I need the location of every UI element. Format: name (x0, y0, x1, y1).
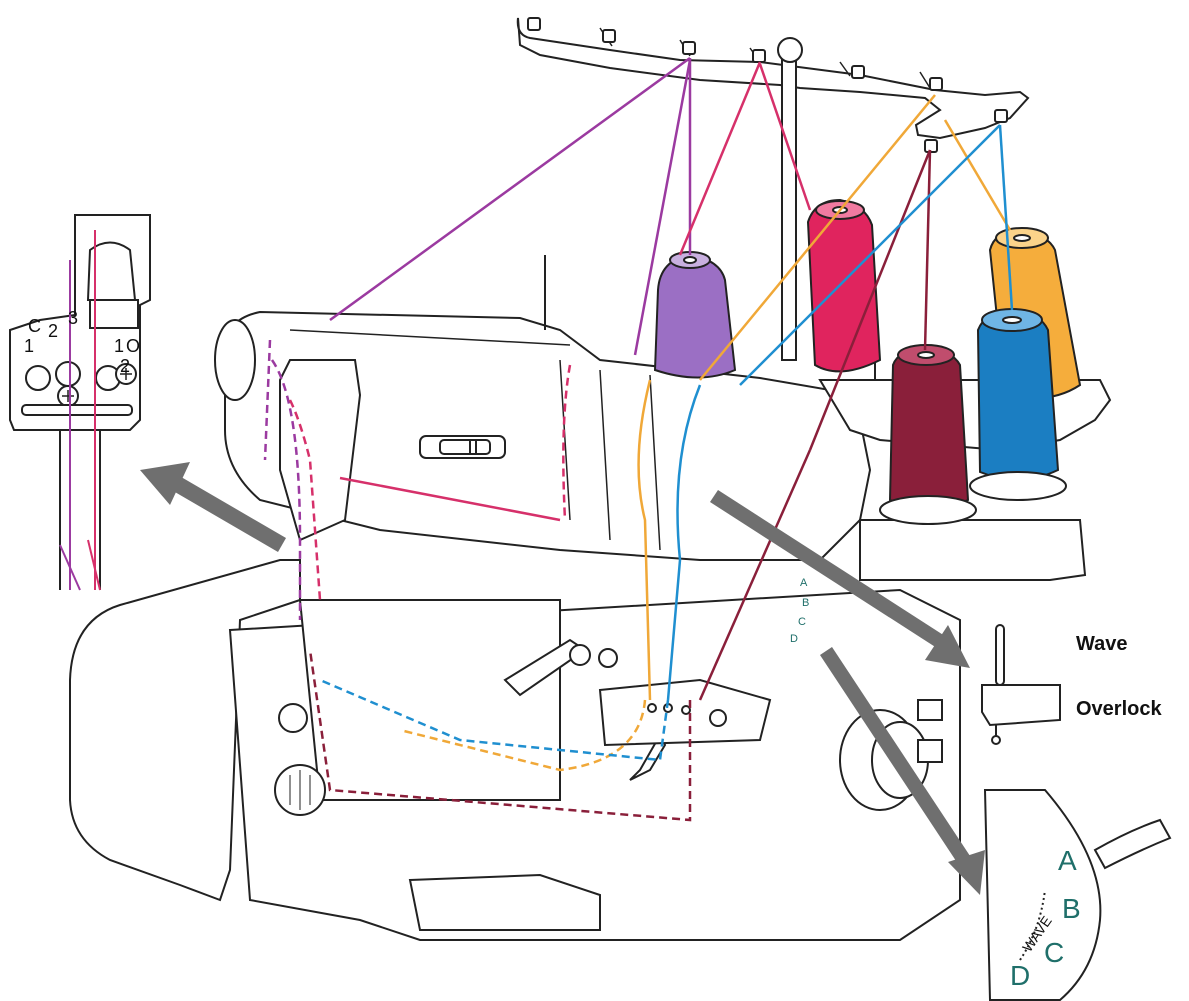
machine-dial-d: D (790, 633, 798, 645)
dial-letter-c: C (1044, 937, 1064, 968)
machine-dial-markings: A B C D (790, 577, 809, 645)
pink-thread (288, 61, 812, 601)
callout-arrows (140, 462, 985, 895)
maroon-cone (879, 344, 977, 525)
arrow-to-needle-detail (140, 462, 286, 552)
machine-dial-c: C (798, 616, 806, 628)
plate-label-o: O (126, 336, 140, 356)
wave-overlock-switch-detail (981, 624, 1061, 745)
overlock-label: Overlock (1076, 698, 1162, 720)
blue-thread (319, 124, 1014, 762)
plate-label-1-left: 1 (24, 336, 34, 356)
orange-thread (399, 94, 1012, 772)
needle-detail-threads (59, 230, 101, 591)
purple-thread (263, 56, 692, 620)
plate-label-2-right: 2 (120, 356, 130, 376)
purple-cone (653, 251, 737, 379)
stitch-dial-detail (983, 789, 1172, 1001)
wave-label: Wave (1076, 633, 1128, 655)
dial-letter-b: B (1062, 893, 1081, 924)
thread-paths (263, 56, 1014, 822)
machine-dial-b: B (802, 597, 809, 609)
pink-cone (806, 198, 882, 373)
dial-letter-a: A (1058, 845, 1077, 876)
dial-letter-d: D (1010, 960, 1030, 991)
arrow-to-wave-switch (710, 490, 970, 668)
plate-label-c: C (28, 316, 41, 336)
plate-label-1-right: 1 (114, 336, 124, 356)
blue-cone (969, 308, 1067, 501)
thread-cones (653, 198, 1082, 525)
overlock-machine-body (69, 205, 1112, 941)
thread-guide-antenna (516, 17, 1030, 361)
arrow-to-dial-detail (820, 647, 985, 895)
needle-plate-labels: C 2 1 3 1 O 2 (24, 308, 140, 376)
machine-dial-a: A (800, 577, 808, 589)
maroon-thread (308, 149, 932, 822)
plate-label-3: 3 (68, 308, 78, 328)
needle-plate-detail (9, 214, 151, 590)
plate-label-2-left: 2 (48, 321, 58, 341)
